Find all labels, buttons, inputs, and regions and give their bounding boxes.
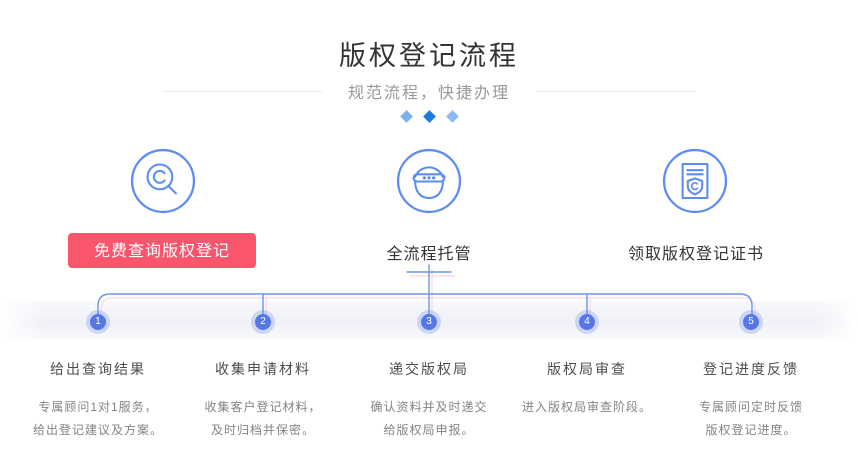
subtitle-left-divider — [161, 90, 322, 92]
step-description: 专属顾问1对1服务， 给出登记建议及方案。 — [8, 396, 188, 442]
step-description: 确认资料并及时递交 给版权局申报。 — [339, 396, 519, 442]
step-number: 3 — [421, 314, 437, 330]
agent-hat-icon — [396, 148, 462, 214]
step-description-line: 给出登记建议及方案。 — [32, 423, 163, 437]
diamond-icon — [399, 109, 413, 123]
step-number-badge: 2 — [251, 310, 275, 334]
step-title: 给出查询结果 — [50, 361, 146, 377]
subtitle-right-divider — [536, 90, 696, 92]
step-description: 收集客户登记材料， 及时归档并保密。 — [173, 396, 353, 442]
step-description-line: 收集客户登记材料， — [204, 400, 322, 414]
diamond-icon — [422, 109, 436, 123]
diamond-icon — [445, 109, 459, 123]
step-description-line: 进入版权局审查阶段。 — [521, 400, 652, 414]
step-number-badge: 3 — [417, 310, 441, 334]
service-label-full-hosting[interactable]: 全流程托管 — [386, 246, 472, 263]
step-description-line: 专属顾问定时反馈 — [698, 400, 803, 414]
copyright-search-icon — [130, 148, 196, 214]
step-description-line: 及时归档并保密。 — [210, 423, 315, 437]
step-description: 进入版权局审查阶段。 — [497, 396, 677, 419]
step-number: 2 — [255, 314, 271, 330]
step-description-line: 确认资料并及时递交 — [370, 400, 488, 414]
step-title: 收集申请材料 — [215, 361, 311, 377]
step-description-line: 专属顾问1对1服务， — [38, 400, 158, 414]
step-number: 5 — [743, 314, 759, 330]
service-label-get-certificate[interactable]: 领取版权登记证书 — [627, 246, 764, 263]
step-number: 1 — [90, 314, 106, 330]
step-description: 专属顾问定时反馈 版权登记进度。 — [661, 396, 841, 442]
step-number-badge: 4 — [575, 310, 599, 334]
step-number-badge: 1 — [86, 310, 110, 334]
certificate-shield-icon — [662, 148, 728, 214]
step-number-badge: 5 — [739, 310, 763, 334]
subtitle-row: 规范流程，快捷办理 — [0, 81, 858, 102]
step-title: 登记进度反馈 — [703, 361, 799, 377]
free-query-button[interactable]: 免费查询版权登记 — [68, 233, 256, 268]
page-title: 版权登记流程 — [339, 41, 519, 71]
step-title: 递交版权局 — [389, 361, 469, 377]
page-subtitle: 规范流程，快捷办理 — [347, 85, 510, 102]
step-description-line: 版权登记进度。 — [705, 423, 797, 437]
step-number: 4 — [579, 314, 595, 330]
step-title: 版权局审查 — [547, 361, 627, 377]
diamond-ornament — [0, 108, 858, 124]
step-description-line: 给版权局申报。 — [383, 423, 475, 437]
